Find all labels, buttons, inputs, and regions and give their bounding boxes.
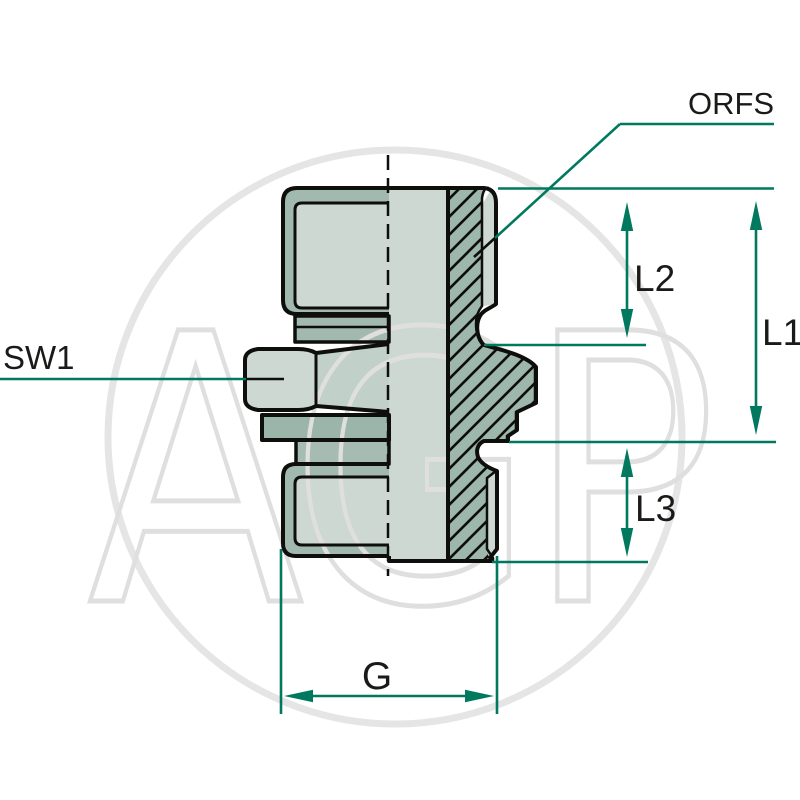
dimension-l3 [620,448,634,557]
lower-nut-face [295,477,389,545]
label-sw1: SW1 [3,339,75,376]
neck-groove [295,316,389,342]
section-wall-hatched [448,188,535,561]
thread-strip-top [482,191,496,306]
section-view [446,186,537,563]
hex-center-face [316,344,389,412]
orfs-leader-line [494,123,621,239]
bore [389,188,448,561]
top-nut-outline [281,186,389,316]
dimension-g [284,689,494,703]
label-l2: L2 [634,258,675,299]
washer-flange [262,415,389,440]
lower-groove-band [296,440,389,464]
dimension-l2 [620,202,634,338]
thread-strip-bottom [487,471,496,559]
lower-nut-face-outline [293,475,389,547]
top-nut-face [295,203,389,308]
watermark-ring [104,146,686,728]
lower-nut-outline [281,462,389,558]
dimension-l1 [749,201,763,435]
label-g: G [362,655,392,698]
label-orfs: ORFS [688,86,774,121]
top-nut-face-outline [293,201,389,310]
exterior-view-fills [245,188,448,561]
label-l1: L1 [762,312,800,353]
watermark: AGP [85,146,720,728]
labels: ORFS SW1 L2 L1 L3 G [3,86,800,698]
outer-profile-outline [389,186,538,561]
dimensions [0,122,776,714]
watermark-text: AGP [88,257,710,689]
label-l3: L3 [635,488,676,529]
orfs-leader-tip [473,237,496,258]
